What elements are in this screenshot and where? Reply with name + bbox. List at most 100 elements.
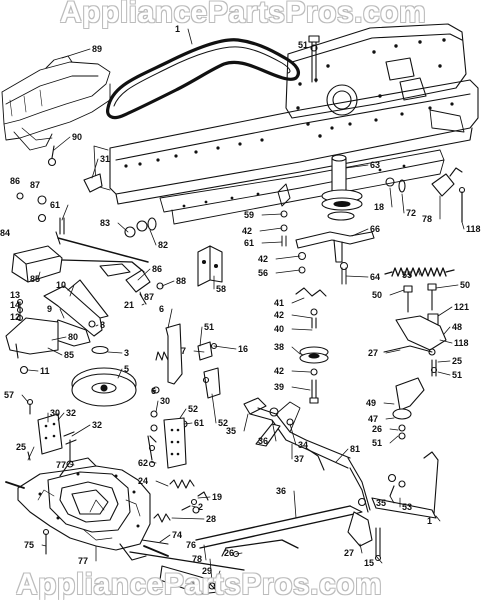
callout-leader (439, 339, 453, 344)
part-number-label: 90 (72, 132, 82, 142)
part-number-label: 49 (366, 398, 376, 408)
callout-leader (211, 393, 217, 424)
part-number-label: 61 (50, 200, 60, 210)
clutch-rod (55, 217, 157, 263)
callout-leader (417, 269, 421, 276)
callout-leader (187, 28, 193, 45)
transaxle (5, 457, 169, 561)
center-brackets (165, 323, 221, 399)
part-number-label: 66 (370, 224, 380, 234)
part-number-label: 29 (202, 566, 212, 576)
lower-linkage (129, 539, 299, 595)
part-number-label: 26 (372, 424, 382, 434)
callout-leader (437, 306, 453, 317)
callout-leader (155, 400, 159, 413)
engine-pulley (321, 154, 363, 221)
part-number-label: 52 (218, 418, 228, 428)
part-number-label: 36 (258, 436, 268, 446)
part-number-label: 1 (175, 24, 180, 34)
part-number-label: 58 (216, 284, 226, 294)
part-number-label: 77 (56, 460, 66, 470)
part-number-label: 36 (276, 486, 286, 496)
brake-lever (43, 279, 109, 347)
callout-leader (61, 204, 69, 221)
callout-leader (153, 389, 157, 392)
part-number-label: 3 (124, 348, 129, 358)
part-number-label: 10 (56, 280, 66, 290)
bracket-57-30 (26, 398, 77, 461)
callout-leader (293, 490, 297, 519)
part-number-label: 16 (238, 344, 248, 354)
callout-leader (291, 370, 311, 373)
part-number-label: 83 (100, 218, 110, 228)
extension-spring (384, 267, 455, 277)
part-number-label: 25 (16, 442, 26, 452)
callout-leader (437, 360, 451, 363)
bolt-15 (42, 528, 50, 555)
callout-leader (95, 324, 99, 327)
callout-leader (259, 227, 283, 232)
part-number-label: 118 (466, 224, 481, 234)
callout-leader (345, 164, 369, 169)
part-number-label: 50 (372, 290, 382, 300)
callout-leader (291, 328, 313, 331)
callout-leader (37, 271, 41, 280)
right-linkage (371, 451, 439, 562)
bracket-58 (197, 245, 223, 287)
callout-leader (137, 268, 151, 281)
callout-leader (389, 435, 399, 444)
idler-pulley-stack (295, 287, 329, 404)
bolt-90 (47, 145, 57, 167)
part-number-label: 53 (402, 502, 412, 512)
callout-leader (139, 291, 143, 298)
callout-leader (291, 346, 301, 355)
part-number-label: 15 (364, 558, 374, 568)
callout-leader (213, 345, 237, 350)
part-number-label: 51 (298, 40, 308, 50)
part-number-label: 21 (124, 300, 134, 310)
part-number-label: 19 (212, 492, 222, 502)
part-number-label: 25 (452, 356, 462, 366)
part-number-label: 42 (258, 254, 268, 264)
watermark-bottom: AppliancePartsPros.com (16, 568, 383, 600)
bolt-stack-13-14-12 (16, 298, 24, 322)
callout-leader (289, 423, 297, 446)
part-number-label: 85 (30, 274, 40, 284)
mid-lower-brackets (148, 410, 188, 469)
part-number-label: 62 (138, 458, 148, 468)
part-number-label: 80 (68, 332, 78, 342)
part-number-label: 78 (422, 214, 432, 224)
callout-leader (209, 558, 213, 583)
callout-leader (383, 402, 395, 405)
part-number-label: 61 (194, 418, 204, 428)
part-number-label: 24 (138, 476, 148, 486)
part-number-label: 56 (258, 268, 268, 278)
callout-leader (91, 158, 99, 179)
part-number-label: 14 (10, 300, 20, 310)
part-number-label: 8 (100, 320, 105, 330)
shift-lever (243, 397, 373, 547)
part-number-label: 118 (454, 338, 469, 348)
callout-leader (21, 394, 29, 403)
callout-leader (261, 213, 283, 216)
idler-bracket (295, 231, 375, 263)
callout-leader (389, 428, 399, 431)
mounting-plate (285, 23, 467, 138)
main-frame (93, 79, 479, 225)
part-number-label: 87 (30, 180, 40, 190)
part-number-label: 34 (298, 440, 308, 450)
part-number-label: 74 (172, 530, 182, 540)
part-number-label: 42 (242, 226, 252, 236)
callout-leader (235, 552, 243, 555)
part-number-label: 26 (224, 548, 234, 558)
callout-leader (389, 289, 405, 296)
part-number-label: 6 (159, 304, 164, 314)
callout-leader (271, 419, 277, 442)
callout-leader (69, 284, 75, 297)
part-number-label: 76 (186, 540, 196, 550)
part-number-label: 50 (460, 280, 470, 290)
callout-leader (149, 461, 157, 464)
callout-leader (197, 496, 211, 499)
